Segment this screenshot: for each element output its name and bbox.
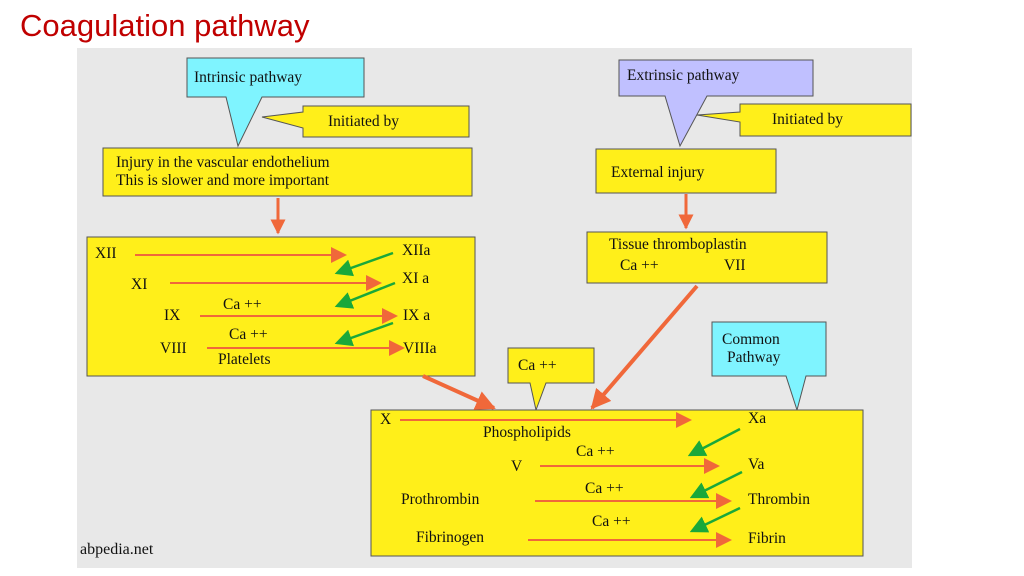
va-green-arrow — [689, 470, 743, 499]
external-injury-box — [595, 148, 777, 194]
initiated-by-left-label: Initiated by — [328, 113, 400, 130]
external-injury-label: External injury — [611, 164, 705, 181]
ca-callout-label: Ca ++ — [518, 357, 557, 374]
xa-green-arrow — [687, 427, 741, 457]
phospholipids-label: Phospholipids — [483, 424, 571, 441]
vascular-injury-box — [102, 147, 473, 197]
intrinsic-callout — [186, 57, 365, 148]
factor-xa: Xa — [748, 410, 767, 427]
factor-ix: IX — [164, 307, 181, 324]
source-credit: abpedia.net — [80, 541, 154, 558]
intrinsic-to-common-arrow — [422, 374, 496, 410]
factor-viii: VIII — [160, 340, 187, 357]
common-ca-3: Ca ++ — [592, 513, 631, 530]
factor-xia: XI a — [402, 270, 430, 287]
xia-green-arrow — [334, 281, 396, 309]
vascular-injury-line2: This is slower and more important — [116, 172, 330, 189]
platelets-label: Platelets — [218, 351, 271, 368]
intrinsic-cascade-box — [86, 236, 476, 377]
prothrombin-label: Prothrombin — [401, 491, 480, 508]
intrinsic-ca-1: Ca ++ — [223, 296, 262, 313]
xiia-green-arrow — [334, 251, 394, 277]
tissue-thromboplastin-box — [586, 231, 828, 284]
common-label-line1: Common — [722, 331, 780, 348]
initiated-by-right-label: Initiated by — [772, 111, 844, 128]
factor-xii: XII — [95, 245, 117, 262]
factor-va: Va — [748, 456, 765, 473]
initiated-by-left-callout — [261, 105, 470, 138]
slide-title: Coagulation pathway — [20, 8, 310, 43]
tissue-thromboplastin-label: Tissue thromboplastin — [609, 236, 747, 253]
ixa-green-arrow — [334, 321, 394, 347]
common-ca-2: Ca ++ — [585, 480, 624, 497]
vascular-injury-line1: Injury in the vascular endothelium — [116, 154, 330, 171]
factor-xi: XI — [131, 276, 148, 293]
extrinsic-pathway-label: Extrinsic pathway — [627, 67, 740, 84]
common-cascade-box — [370, 409, 864, 557]
initiated-by-right-callout — [696, 103, 912, 137]
factor-viiia: VIIIa — [403, 340, 437, 357]
common-pathway-callout — [711, 321, 827, 412]
factor-ixa: IX a — [403, 307, 431, 324]
thrombin-green-arrow — [689, 506, 741, 533]
tissue-vii-label: VII — [724, 257, 746, 274]
common-ca-1: Ca ++ — [576, 443, 615, 460]
intrinsic-ca-2: Ca ++ — [229, 326, 268, 343]
common-label-line2: Pathway — [727, 349, 781, 366]
ca-callout — [507, 347, 595, 412]
fibrinogen-label: Fibrinogen — [416, 529, 485, 546]
extrinsic-callout — [618, 59, 814, 148]
tissue-ca-label: Ca ++ — [620, 257, 659, 274]
thrombin-label: Thrombin — [748, 491, 810, 508]
intrinsic-pathway-label: Intrinsic pathway — [194, 69, 303, 86]
factor-xiia: XIIa — [402, 242, 431, 259]
fibrin-label: Fibrin — [748, 530, 786, 547]
tissue-to-common-arrow — [590, 284, 699, 410]
factor-v: V — [511, 458, 523, 475]
factor-x: X — [380, 411, 392, 428]
